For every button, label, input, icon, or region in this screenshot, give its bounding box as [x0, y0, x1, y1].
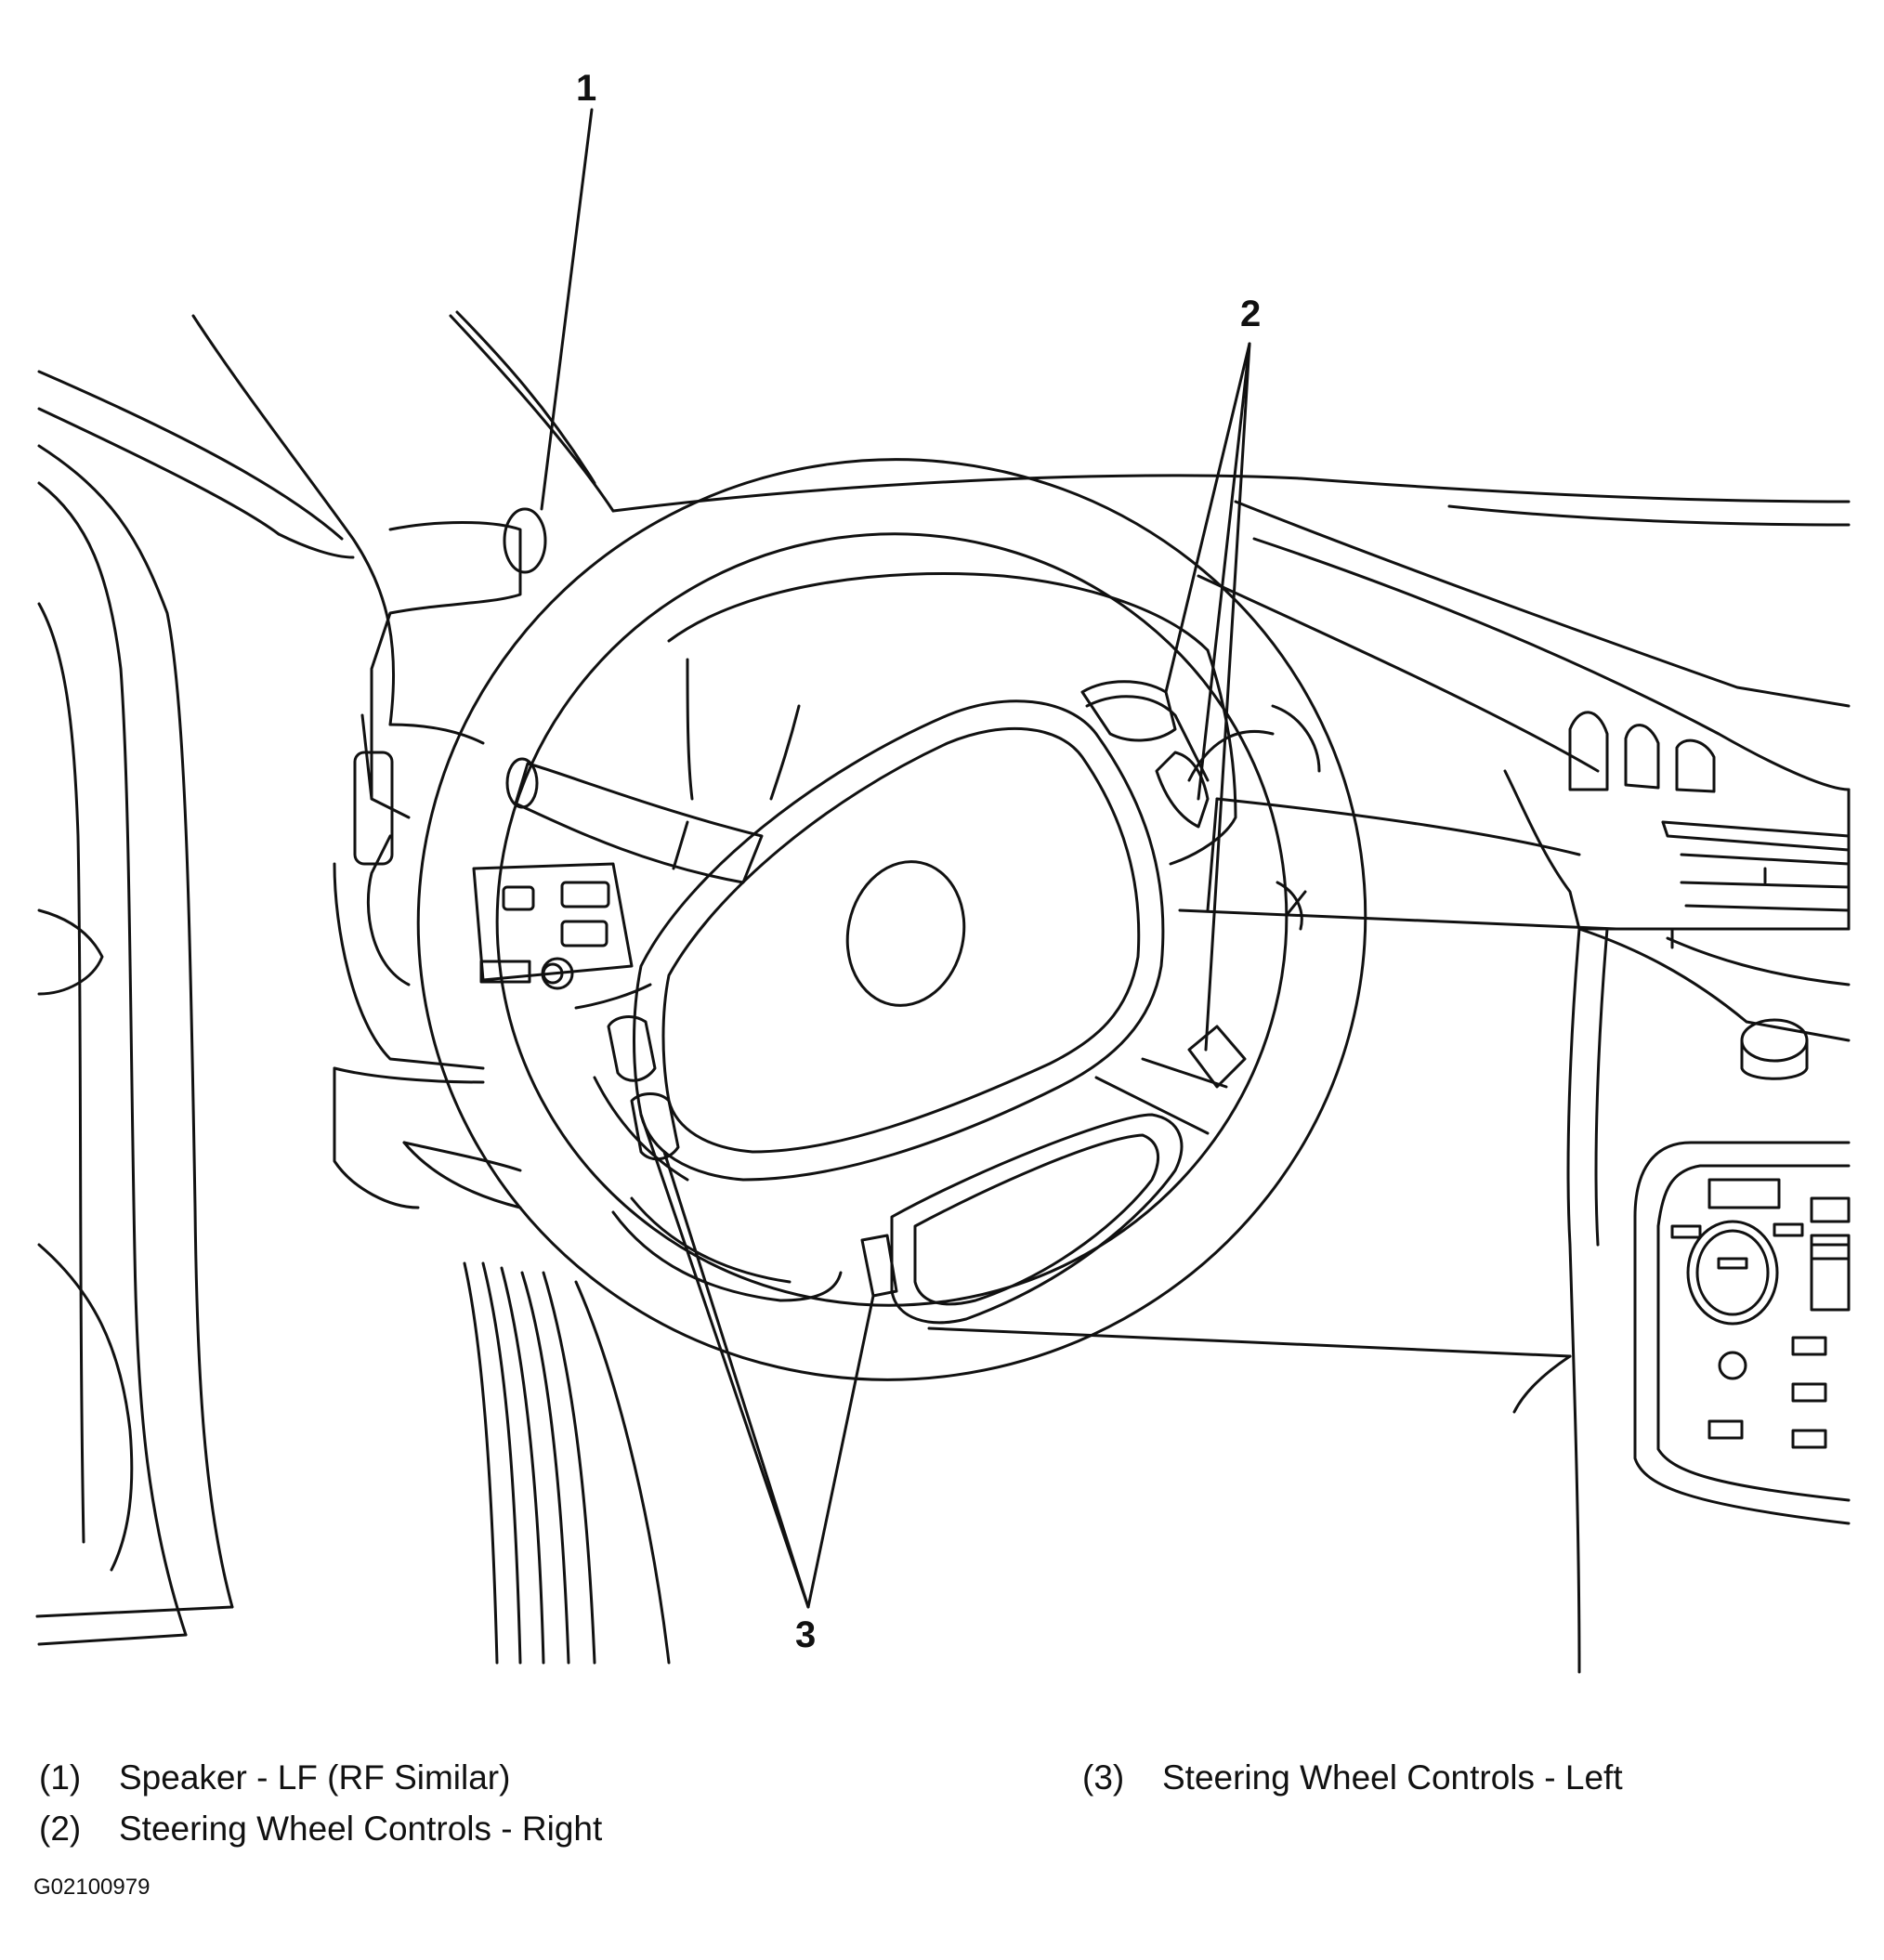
legend-item-3: (3) Steering Wheel Controls - Left [1082, 1760, 1623, 1795]
legend-text-3: Steering Wheel Controls - Left [1162, 1758, 1623, 1797]
leader-lines [540, 108, 1251, 1609]
leader-line-3b [662, 1150, 810, 1609]
dashboard-right [1178, 500, 1851, 1674]
legend-number-3: (3) [1082, 1758, 1125, 1797]
legend-number-1: (1) [39, 1758, 82, 1797]
leader-line-2a [1164, 342, 1251, 694]
legend-text-2: Steering Wheel Controls - Right [119, 1810, 603, 1848]
legend-item-2: (2) Steering Wheel Controls - Right [39, 1811, 602, 1846]
a-pillar-trim [35, 314, 396, 1646]
callout-1: 1 [576, 68, 597, 109]
windshield-edge [449, 310, 1851, 527]
steering-wheel-hub [574, 695, 1228, 1325]
callout-2: 2 [1240, 294, 1262, 334]
steering-wheel [416, 458, 1367, 1381]
steering-column [333, 521, 764, 1070]
dashboard-line-drawing [35, 108, 1851, 1674]
callout-3: 3 [795, 1614, 817, 1655]
figure-id: G02100979 [33, 1875, 150, 1900]
leader-line-3c [806, 1294, 875, 1609]
speaker-lf [503, 507, 547, 574]
legend-item-1: (1) Speaker - LF (RF Similar) [39, 1760, 510, 1795]
leader-line-3a [639, 1113, 810, 1609]
legend-text-1: Speaker - LF (RF Similar) [119, 1758, 511, 1797]
leader-line-1 [540, 108, 594, 511]
steering-wheel-controls-left [607, 1015, 898, 1298]
leader-line-2b [1197, 342, 1251, 801]
legend-number-2: (2) [39, 1810, 82, 1848]
leader-line-2c [1204, 342, 1251, 1052]
lower-dash [333, 1066, 1572, 1665]
